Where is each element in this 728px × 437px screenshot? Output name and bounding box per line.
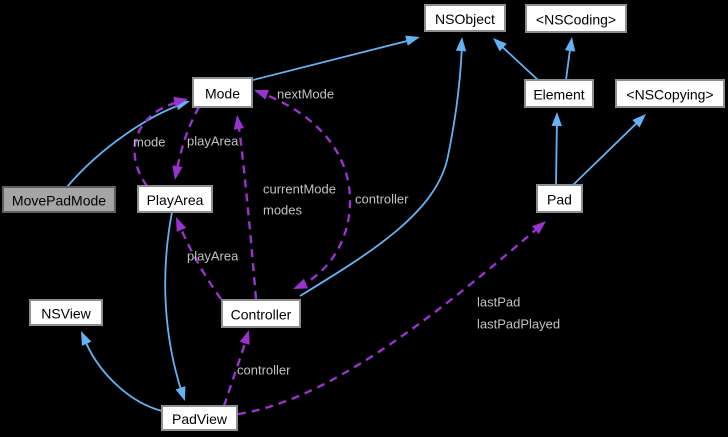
node-element-label: Element bbox=[533, 87, 584, 103]
node-nscopying-label: <NSCopying> bbox=[626, 87, 713, 103]
edge-mode-controller-usage-arrowhead bbox=[293, 278, 308, 289]
edge-controller-nsobject-arrowhead bbox=[455, 37, 467, 52]
edge-label-padview-pad-usage-lastPadPlayed: lastPadPlayed bbox=[477, 317, 560, 332]
edge-movepadmode-mode-inheritance-line bbox=[66, 102, 187, 188]
edge-label-layer: mode playArea currentMode modes controller ne… bbox=[133, 87, 560, 378]
edge-pad-nscopying-inheritance-line bbox=[572, 116, 644, 186]
edge-mode-playarea-usage-arrowhead bbox=[172, 165, 183, 180]
edge-padview-pad-usage-arrowhead bbox=[532, 221, 546, 235]
node-nscoding-box[interactable] bbox=[525, 4, 627, 33]
edge-playarea-padview-arrowhead bbox=[175, 386, 186, 401]
edge-label-controller-mode-usage-modes: modes bbox=[263, 203, 303, 218]
edge-playarea-padview-inheritance-line bbox=[164, 211, 184, 397]
node-nsview-box[interactable] bbox=[29, 299, 103, 326]
node-element[interactable]: Element bbox=[524, 79, 594, 108]
node-nscoding[interactable]: <NSCoding> bbox=[525, 4, 627, 33]
node-nsobject[interactable]: NSObject bbox=[424, 4, 506, 32]
edge-label-controller-playarea-usage-playArea: playArea bbox=[187, 249, 239, 264]
node-padview[interactable]: PadView bbox=[161, 405, 238, 431]
node-controller-label: Controller bbox=[231, 307, 292, 323]
edge-padview-controller-usage-arrowhead bbox=[239, 330, 250, 345]
node-nsview-label: NSView bbox=[41, 306, 91, 322]
edge-label-mode-playarea-usage-playArea: playArea bbox=[187, 134, 239, 149]
node-movepadmode[interactable]: MovePadMode bbox=[2, 186, 116, 213]
edge-layer bbox=[66, 35, 646, 416]
edge-playarea-mode-usage-arrowhead bbox=[173, 96, 188, 107]
edge-label-controller-mode-nextmode-nextMode: nextMode bbox=[277, 87, 334, 102]
edge-controller-playarea-usage-arrowhead bbox=[176, 217, 187, 232]
edge-label-padview-controller-usage-controller: controller bbox=[237, 363, 291, 378]
edge-pad-element-inheritance-line bbox=[555, 115, 558, 186]
edge-element-nsobject-inheritance-line bbox=[496, 41, 539, 81]
node-playarea[interactable]: PlayArea bbox=[137, 185, 213, 213]
node-controller[interactable]: Controller bbox=[221, 299, 301, 328]
node-nscopying-box[interactable] bbox=[615, 79, 725, 108]
edge-label-mode-controller-usage-controller: controller bbox=[355, 192, 409, 207]
node-mode-box[interactable] bbox=[192, 77, 253, 108]
edge-padview-controller-usage-usage-line bbox=[222, 333, 250, 407]
node-controller-box[interactable] bbox=[221, 299, 301, 328]
edge-label-padview-pad-usage-lastPad: lastPad bbox=[477, 295, 520, 310]
node-layer: NSObject <NSCoding> Mode Element <NSCopying>… bbox=[2, 4, 725, 431]
node-playarea-box[interactable] bbox=[137, 185, 213, 213]
edge-pad-element-arrowhead bbox=[551, 112, 562, 127]
edge-controller-mode-usage-usage-line bbox=[236, 119, 258, 300]
edge-label-controller-mode-usage-currentMode: currentMode bbox=[263, 182, 336, 197]
edge-controller-playarea-usage-usage-line bbox=[176, 221, 222, 300]
node-nscoding-label: <NSCoding> bbox=[536, 12, 616, 28]
node-pad[interactable]: Pad bbox=[536, 184, 583, 213]
node-mode-label: Mode bbox=[205, 86, 240, 102]
edge-controller-nsobject-inheritance-line bbox=[299, 41, 463, 297]
node-padview-box[interactable] bbox=[161, 405, 238, 431]
node-padview-label: PadView bbox=[172, 411, 228, 427]
node-nsview[interactable]: NSView bbox=[29, 299, 103, 326]
edge-playarea-mode-usage-usage-line bbox=[133, 99, 184, 187]
node-nsobject-label: NSObject bbox=[435, 11, 495, 27]
node-nsobject-box[interactable] bbox=[424, 4, 506, 32]
edge-mode-controller-usage-usage-line bbox=[255, 89, 352, 290]
node-playarea-label: PlayArea bbox=[147, 192, 204, 208]
node-mode[interactable]: Mode bbox=[192, 77, 253, 108]
node-movepadmode-label: MovePadMode bbox=[12, 193, 106, 209]
node-pad-box[interactable] bbox=[536, 184, 583, 213]
node-nscopying[interactable]: <NSCopying> bbox=[615, 79, 725, 108]
edge-pad-nscopying-arrowhead bbox=[632, 114, 646, 128]
edge-controller-mode-nextmode-arrowhead bbox=[254, 89, 269, 100]
node-element-box[interactable] bbox=[524, 79, 594, 108]
node-movepadmode-box[interactable] bbox=[2, 186, 116, 213]
edge-mode-nsobject-inheritance-line bbox=[252, 38, 416, 81]
edge-element-nscoding-arrowhead bbox=[564, 37, 576, 52]
edge-label-playarea-mode-usage-mode: mode bbox=[133, 135, 166, 150]
edge-mode-playarea-usage-usage-line bbox=[174, 106, 201, 176]
edge-mode-nsobject-arrowhead bbox=[405, 35, 420, 46]
edge-padview-nsview-arrowhead bbox=[81, 331, 92, 346]
node-pad-label: Pad bbox=[547, 192, 572, 208]
edge-padview-pad-usage-usage-line bbox=[237, 225, 541, 416]
edge-padview-nsview-inheritance-line bbox=[83, 337, 163, 412]
edge-element-nsobject-arrowhead bbox=[493, 38, 507, 52]
edge-controller-mode-usage-arrowhead bbox=[233, 115, 245, 130]
